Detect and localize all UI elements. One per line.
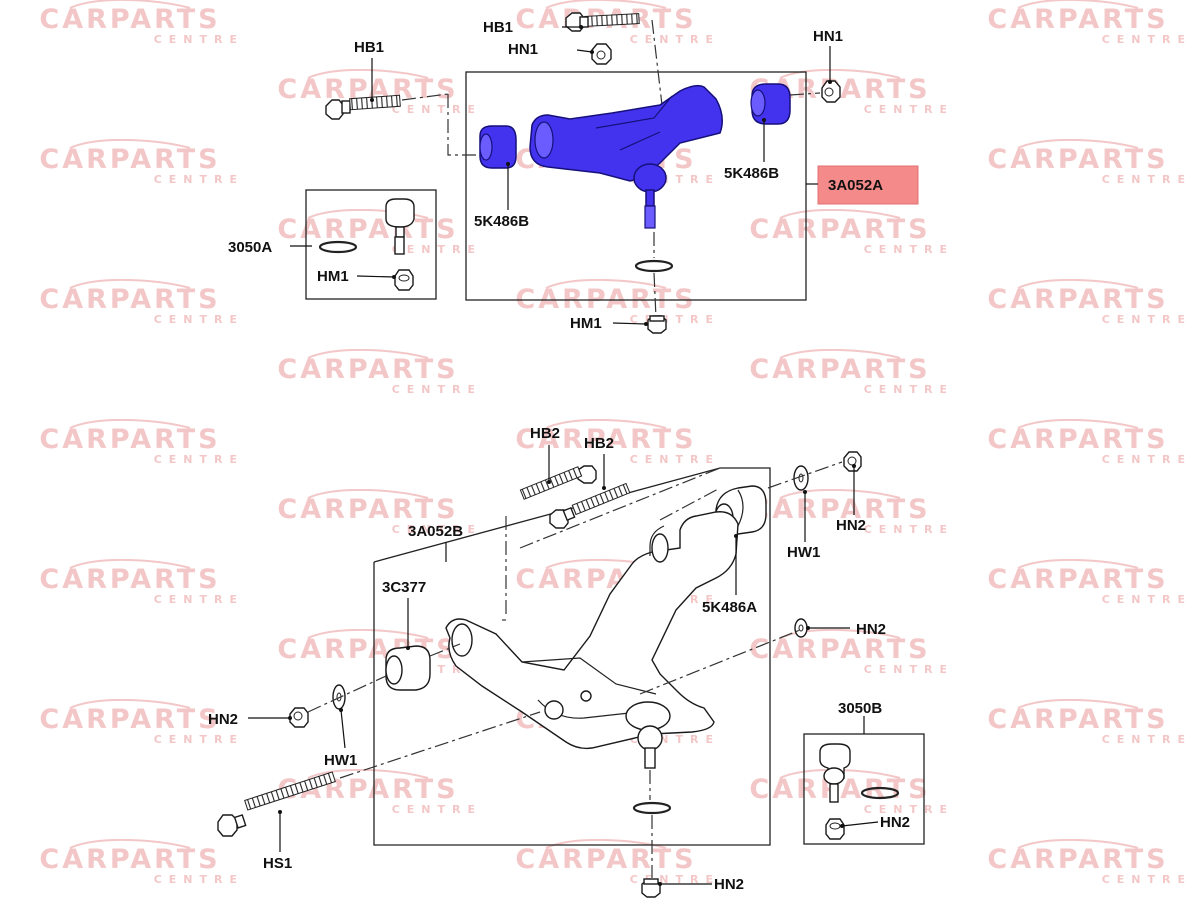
lower-bottom-nut <box>641 878 661 898</box>
lower-front-washer <box>332 684 346 710</box>
label-lower-mid-nut: HN2 <box>856 621 886 638</box>
label-upper-bottom-nut: HM1 <box>570 315 602 332</box>
lower-front-bushing <box>385 645 431 691</box>
label-lower-front-nut: HN2 <box>208 711 238 728</box>
label-lower-rear-bushing: 5K486A <box>702 599 757 616</box>
ball-joint-kit-b <box>819 743 900 840</box>
label-lower-control-arm: 3A052B <box>408 523 463 540</box>
lower-control-arm <box>445 511 739 769</box>
lower-arm-assembly-frame <box>373 467 771 846</box>
label-lower-rear-washer: HW1 <box>787 544 820 561</box>
label-ball-joint-kit-a: 3050A <box>228 239 272 256</box>
label-lower-front-washer: HW1 <box>324 752 357 769</box>
arm-label-highlight <box>817 165 919 205</box>
lower-front-nut <box>289 707 309 728</box>
upper-left-bolt <box>325 94 401 120</box>
label-upper-left-bolt: HB1 <box>354 39 384 56</box>
label-kit-b-nut: HN2 <box>880 814 910 831</box>
label-lower-front-bushing: 3C377 <box>382 579 426 596</box>
lower-arm-group: HB2 HB2 3A052B HN2 HW1 5K486A 3C377 HN2 … <box>208 425 925 898</box>
label-ball-joint-kit-b: 3050B <box>838 700 882 717</box>
upper-bottom-nut <box>647 315 667 334</box>
lower-bolt-2 <box>549 482 631 529</box>
lower-bolt-1 <box>519 465 597 500</box>
ball-joint-kit-a-frame <box>305 189 437 300</box>
ball-joint-kit-a <box>318 198 415 291</box>
label-upper-top-nut: HN1 <box>508 41 538 58</box>
label-upper-top-bolt: HB1 <box>483 19 513 36</box>
label-lower-long-bolt: HS1 <box>263 855 292 872</box>
label-upper-bush-right: 5K486B <box>724 165 779 182</box>
label-lower-rear-nut: HN2 <box>836 517 866 534</box>
upper-control-arm <box>479 83 791 229</box>
upper-right-nut <box>821 80 841 103</box>
upper-arm-group: HB1 HN1 HB1 HN1 5K486B 5K486B 3A052A 305… <box>228 12 919 334</box>
lower-rear-nut <box>843 451 862 472</box>
upper-top-nut <box>591 43 612 65</box>
label-lower-bolt-1: HB2 <box>530 425 560 442</box>
lower-circlip <box>632 801 672 815</box>
upper-circlip <box>634 259 674 273</box>
lower-long-bolt <box>217 771 336 837</box>
label-lower-bolt-2: HB2 <box>584 435 614 452</box>
label-upper-bush-left: 5K486B <box>474 213 529 230</box>
label-lower-bottom-nut: HN2 <box>714 876 744 893</box>
upper-top-bolt <box>565 12 640 32</box>
label-upper-right-nut: HN1 <box>813 28 843 45</box>
lower-mid-nut <box>794 618 808 638</box>
label-upper-control-arm: 3A052A <box>828 177 883 194</box>
label-kit-a-nut: HM1 <box>317 268 349 285</box>
upper-arm-assembly-frame <box>465 71 807 301</box>
